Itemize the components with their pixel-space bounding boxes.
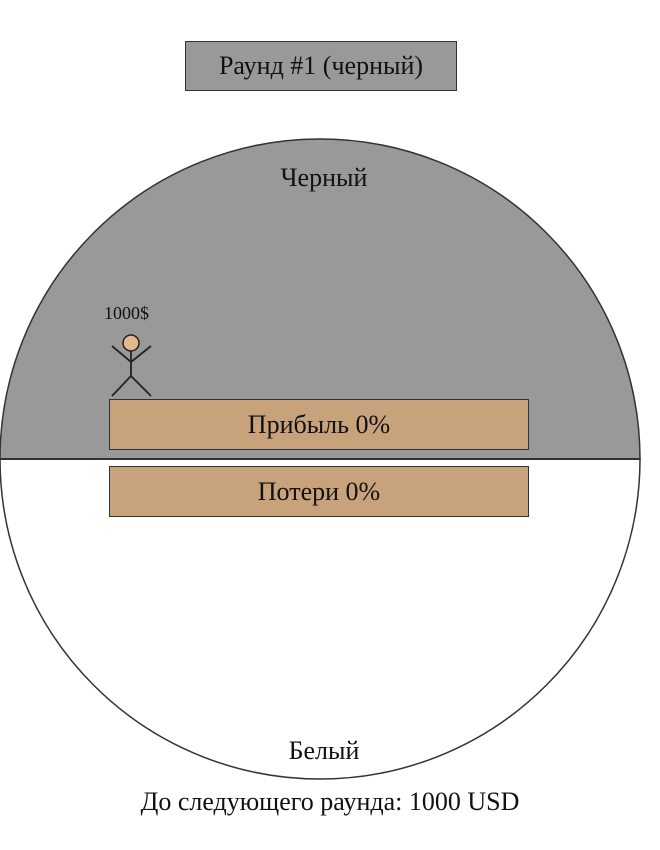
round-title: Раунд #1 (черный) (185, 41, 457, 91)
next-round-counter: До следующего раунда: 1000 USD (140, 787, 520, 816)
black-half[interactable] (0, 138, 641, 460)
loss-bar[interactable]: Потери 0% (109, 466, 529, 517)
profit-label: Прибыль 0% (247, 409, 391, 439)
loss-label: Потери 0% (257, 476, 381, 506)
player-money: 1000$ (104, 303, 149, 323)
black-half-label: Черный (280, 163, 368, 192)
profit-bar[interactable]: Прибыль 0% (109, 399, 529, 450)
white-half[interactable] (0, 458, 641, 780)
stick-figure-icon[interactable] (106, 330, 156, 400)
white-half-label: Белый (288, 736, 360, 765)
